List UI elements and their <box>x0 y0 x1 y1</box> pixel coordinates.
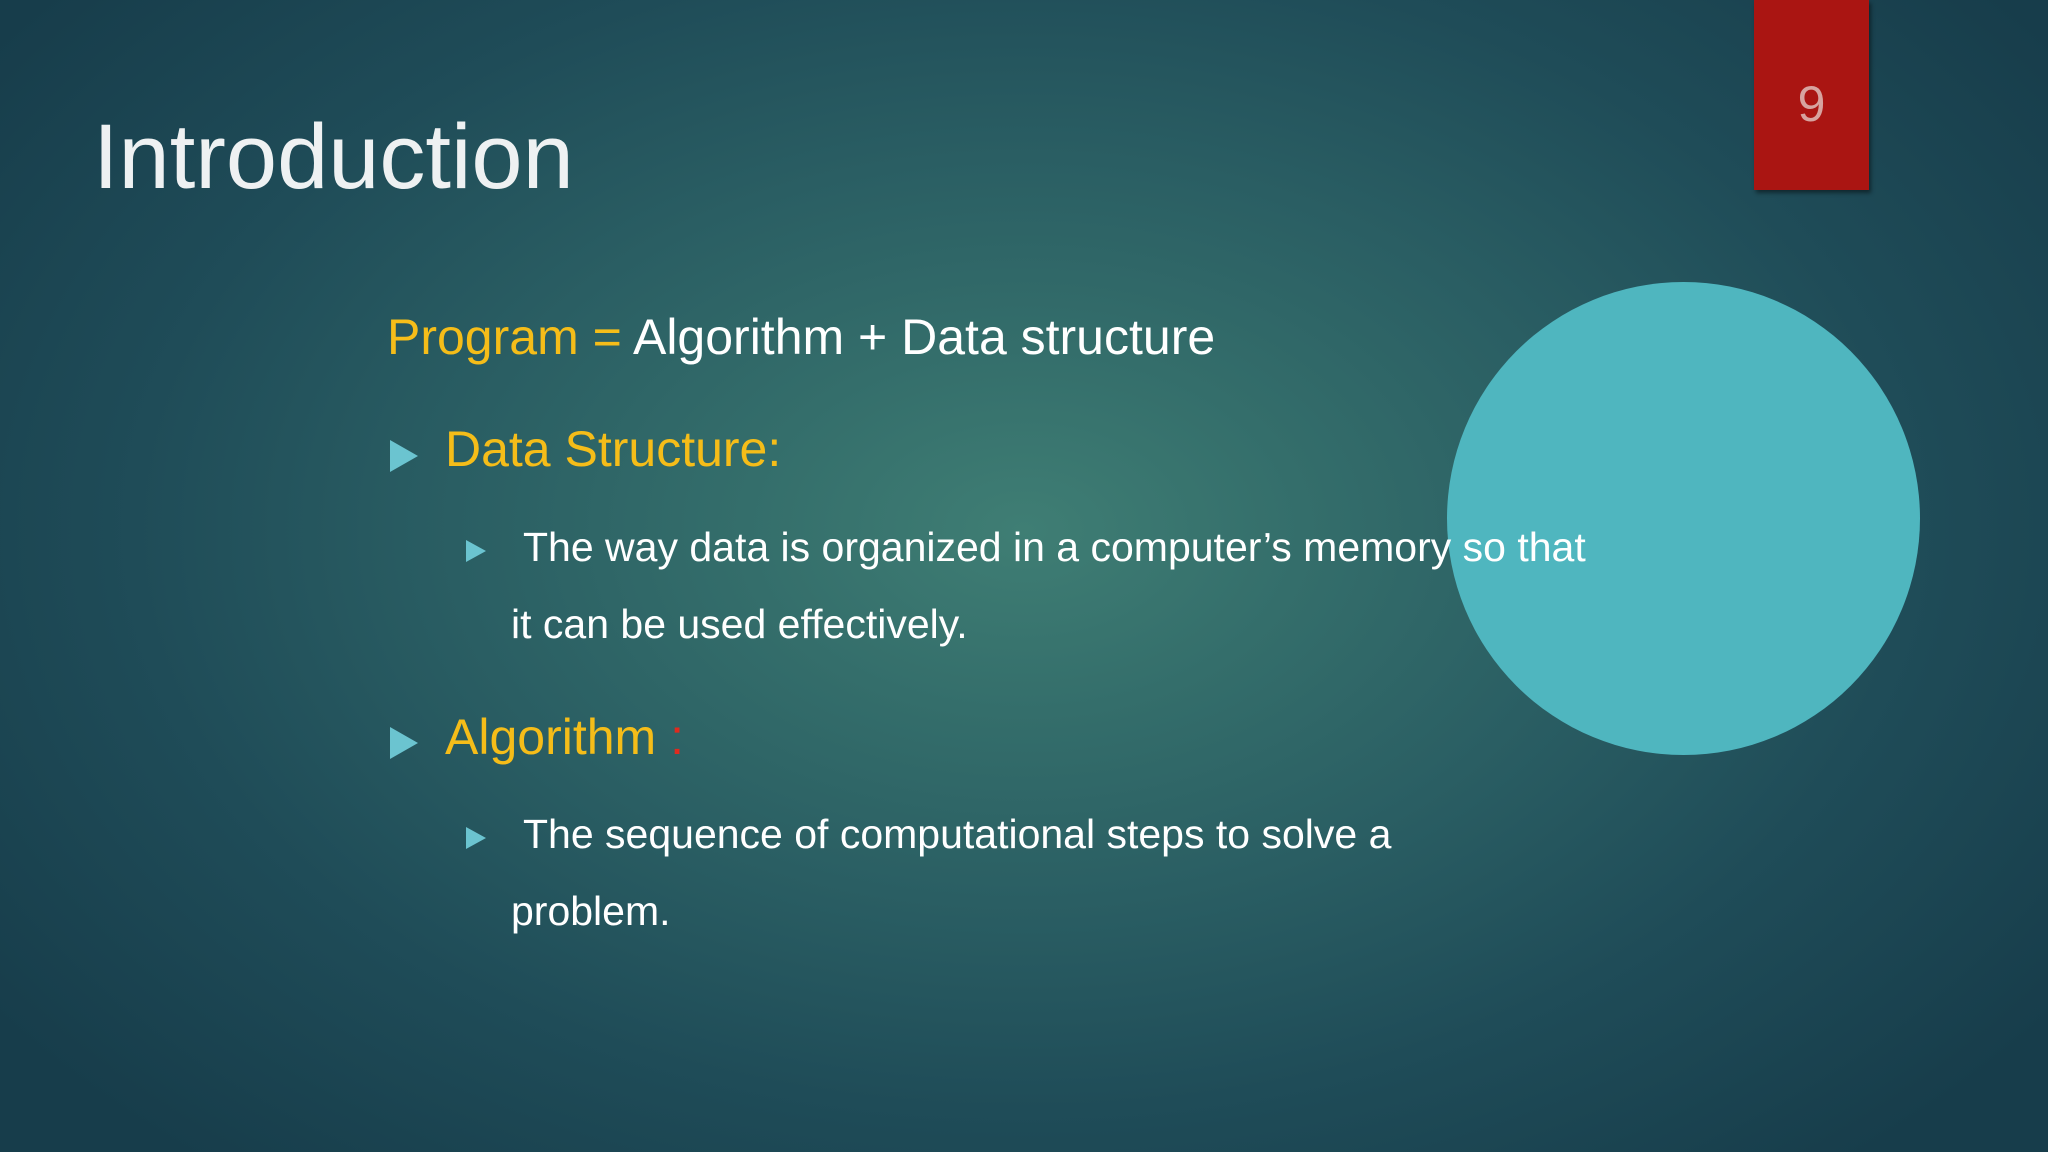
algorithm-heading-text: Algorithm <box>445 709 657 765</box>
triangle-bullet-icon <box>390 440 418 472</box>
formula-line: Program = Algorithm + Data structure <box>387 308 1215 366</box>
formula-right: Algorithm + Data structure <box>632 309 1216 365</box>
page-number-tab: 9 <box>1754 0 1869 190</box>
data-structure-definition-line-2: it can be used effectively. <box>511 601 968 647</box>
algorithm-heading-colon: : <box>670 709 684 765</box>
section-heading-algorithm: Algorithm : <box>445 708 684 766</box>
formula-left: Program = <box>387 309 622 365</box>
decorative-circle <box>1447 282 1920 755</box>
triangle-bullet-icon <box>466 540 486 562</box>
page-number: 9 <box>1797 76 1826 132</box>
triangle-bullet-icon <box>466 827 486 849</box>
triangle-bullet-icon <box>390 727 418 759</box>
slide-title: Introduction <box>93 106 574 208</box>
algorithm-definition-line-2: problem. <box>511 888 671 934</box>
algorithm-definition-line-1: The sequence of computational steps to s… <box>523 811 1392 857</box>
data-structure-definition-line-1: The way data is organized in a computer’… <box>523 524 1586 570</box>
section-heading-data-structure: Data Structure: <box>445 421 782 477</box>
